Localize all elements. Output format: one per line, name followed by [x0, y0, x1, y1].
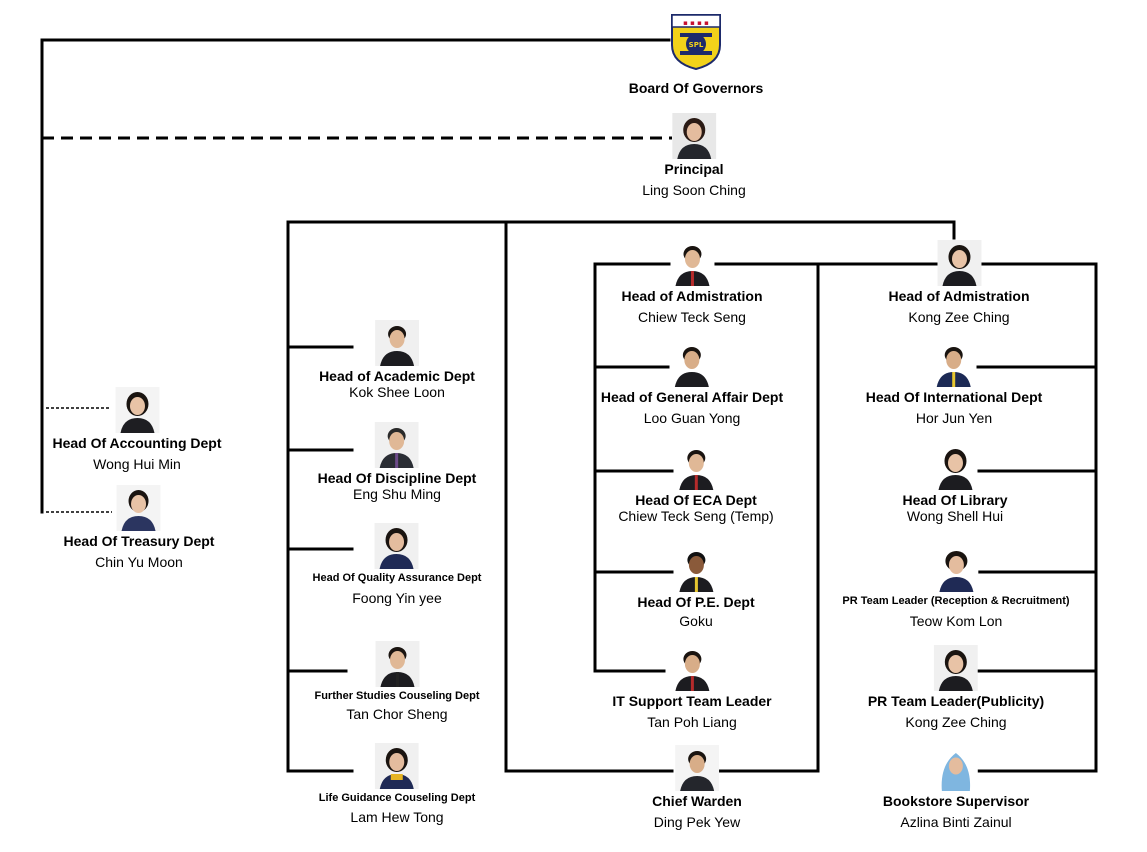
international-node: Head Of International Dept Hor Jun Yen [865, 341, 1043, 426]
quality-assurance-photo [374, 523, 419, 569]
admin-2-name: Kong Zee Ching [908, 309, 1010, 325]
library-photo [933, 444, 977, 490]
further-studies-name: Tan Chor Sheng [346, 706, 448, 722]
chief-warden-photo [675, 745, 719, 791]
pr-reception-node: PR Team Leader (Reception & Recruitment)… [842, 546, 1070, 629]
eca-node: Head Of ECA Dept Chiew Teck Seng (Temp) [618, 444, 774, 524]
school-crest-logo: ▪ ▪ ▪ ▪ SPL [671, 14, 721, 71]
pr-reception-title: PR Team Leader (Reception & Recruitment) [842, 595, 1070, 607]
it-support-photo [670, 645, 714, 691]
treasury-node: Head Of Treasury Dept Chin Yu Moon [63, 485, 215, 570]
principal-title: Principal [664, 161, 724, 177]
it-support-name: Tan Poh Liang [647, 714, 737, 730]
further-studies-title: Further Studies Couseling Dept [314, 690, 480, 702]
accounting-photo [114, 387, 159, 433]
admin-branch-1-right [718, 262, 820, 773]
discipline-name: Eng Shu Ming [353, 486, 441, 502]
academic-name: Kok Shee Loon [349, 384, 445, 400]
bookstore-photo [933, 745, 978, 791]
admin-1-node: Head of Admistration Chiew Teck Seng [621, 240, 763, 325]
library-name: Wong Shell Hui [906, 508, 1004, 524]
treasury-title: Head Of Treasury Dept [63, 533, 215, 549]
library-node: Head Of Library Wong Shell Hui [902, 444, 1008, 524]
accounting-node: Head Of Accounting Dept Wong Hui Min [52, 387, 222, 472]
academic-branch-trunk [286, 220, 956, 773]
general-affair-title: Head of General Affair Dept [600, 389, 784, 405]
academic-photo [374, 320, 419, 366]
pr-reception-name: Teow Kom Lon [909, 613, 1003, 629]
pe-node: Head Of P.E. Dept Goku [637, 546, 755, 629]
life-guidance-node: Life Guidance Couseling Dept Lam Hew Ton… [319, 743, 475, 825]
accounting-name: Wong Hui Min [93, 456, 181, 472]
pe-title: Head Of P.E. Dept [637, 594, 755, 610]
admin-branch-1-trunk [593, 262, 666, 673]
admin-2-photo [936, 240, 981, 286]
general-affair-node: Head of General Affair Dept Loo Guan Yon… [601, 341, 783, 426]
admin-2-node: Head of Admistration Kong Zee Ching [888, 240, 1030, 325]
svg-text:SPL: SPL [689, 41, 704, 49]
eca-name: Chiew Teck Seng (Temp) [618, 508, 774, 524]
chief-warden-node: Chief Warden Ding Pek Yew [652, 745, 742, 830]
pr-publicity-node: PR Team Leader(Publicity) Kong Zee Ching [868, 645, 1044, 730]
academic-title: Head of Academic Dept [319, 368, 475, 384]
pr-publicity-title: PR Team Leader(Publicity) [867, 693, 1045, 709]
bookstore-title: Bookstore Supervisor [882, 793, 1030, 809]
general-affair-photo [669, 341, 714, 387]
discipline-node: Head Of Discipline Dept Eng Shu Ming [317, 422, 477, 502]
it-support-title: IT Support Team Leader [612, 693, 772, 709]
quality-assurance-name: Foong Yin yee [352, 590, 442, 606]
pr-publicity-photo [934, 645, 978, 691]
treasury-name: Chin Yu Moon [95, 554, 183, 570]
principal-photo [672, 113, 716, 159]
life-guidance-name: Lam Hew Tong [350, 809, 444, 825]
general-affair-name: Loo Guan Yong [643, 410, 741, 426]
chief-warden-name: Ding Pek Yew [653, 814, 741, 830]
admin-1-title: Head of Admistration [621, 288, 763, 304]
admin-1-name: Chiew Teck Seng [638, 309, 746, 325]
further-studies-photo [374, 641, 419, 687]
admin-branch-2-trunk [974, 262, 1098, 773]
library-title: Head Of Library [902, 492, 1008, 508]
discipline-title: Head Of Discipline Dept [317, 470, 477, 486]
quality-assurance-title: Head Of Quality Assurance Dept [312, 572, 482, 584]
pr-publicity-name: Kong Zee Ching [905, 714, 1007, 730]
warden-branch-trunk [504, 220, 674, 773]
quality-assurance-node: Head Of Quality Assurance Dept Foong Yin… [312, 523, 482, 606]
discipline-photo [374, 422, 419, 468]
board-node: Board Of Governors [629, 78, 764, 96]
it-support-node: IT Support Team Leader Tan Poh Liang [612, 645, 772, 730]
pe-photo [674, 546, 718, 592]
life-guidance-photo [375, 743, 419, 789]
eca-photo [674, 444, 718, 490]
eca-title: Head Of ECA Dept [635, 492, 757, 508]
international-name: Hor Jun Yen [915, 410, 993, 426]
board-to-finance-line [40, 38, 671, 514]
international-title: Head Of International Dept [865, 389, 1043, 405]
life-guidance-title: Life Guidance Couseling Dept [318, 792, 476, 804]
chief-warden-title: Chief Warden [652, 793, 742, 809]
principal-node: Principal Ling Soon Ching [642, 113, 746, 198]
svg-text:▪ ▪ ▪ ▪: ▪ ▪ ▪ ▪ [683, 19, 709, 27]
admin-2-title: Head of Admistration [888, 288, 1030, 304]
bookstore-node: Bookstore Supervisor Azlina Binti Zainul [883, 745, 1029, 830]
academic-node: Head of Academic Dept Kok Shee Loon [319, 320, 475, 400]
principal-name: Ling Soon Ching [642, 182, 746, 198]
pr-reception-photo [934, 546, 978, 592]
treasury-photo [117, 485, 161, 531]
further-studies-node: Further Studies Couseling Dept Tan Chor … [314, 641, 480, 722]
international-photo [931, 341, 976, 387]
board-title: Board Of Governors [628, 80, 764, 96]
bookstore-name: Azlina Binti Zainul [900, 814, 1012, 830]
accounting-title: Head Of Accounting Dept [52, 435, 222, 451]
admin-1-photo [669, 240, 714, 286]
pe-name: Goku [679, 613, 713, 629]
